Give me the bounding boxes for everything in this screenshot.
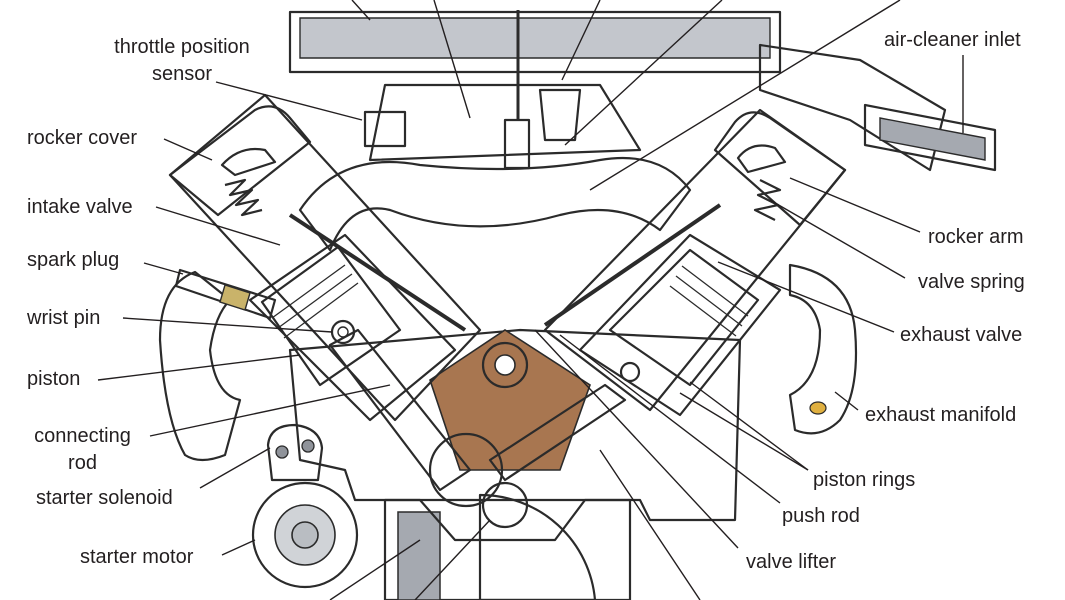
label-starter-solenoid: starter solenoid (36, 487, 173, 509)
label-push-rod: push rod (782, 505, 860, 527)
label-throttle-position-sensor-line2: sensor (151, 63, 213, 85)
right-cylinder-bank (543, 108, 847, 417)
label-valve-spring: valve spring (918, 271, 1025, 293)
label-rocker-arm: rocker arm (928, 226, 1024, 248)
exhaust-port (809, 401, 827, 415)
label-exhaust-manifold: exhaust manifold (865, 404, 1017, 426)
left-rocker-cover (168, 105, 312, 217)
label-starter-motor: starter motor (80, 546, 194, 568)
crankpin-bore (428, 432, 504, 508)
label-rocker-cover: rocker cover (27, 127, 138, 149)
air-cleaner (288, 10, 782, 120)
throttle-body (363, 83, 642, 170)
intake-runner (298, 156, 692, 252)
label-throttle-position-sensor-line1: throttle position (114, 36, 250, 58)
crank-journal (481, 481, 529, 529)
label-connecting-rod: connecting rod (20, 424, 145, 475)
left-valve-spring (224, 178, 263, 217)
left-push-rod (288, 213, 467, 332)
spark-plug-drawing (174, 268, 277, 320)
right-valve-spring (753, 179, 782, 221)
label-piston-rings: piston rings (813, 469, 916, 491)
left-connecting-rod (328, 328, 472, 492)
label-wrist-pin: wrist pin (27, 307, 101, 329)
label-throttle-position-sensor: throttle position sensor (92, 35, 272, 86)
right-rocker-arm (736, 144, 787, 174)
label-intake-valve: intake valve (27, 196, 133, 218)
crank-counterweight (478, 493, 597, 600)
label-connecting-rod-line1: connecting (34, 425, 131, 447)
oil-pan (383, 498, 632, 600)
starter-solenoid-drawing (266, 423, 324, 482)
left-cylinder-bank (168, 93, 482, 422)
label-air-cleaner-inlet: air-cleaner inlet (884, 29, 1021, 51)
right-rocker-cover (713, 111, 847, 227)
right-exhaust-manifold (788, 263, 858, 435)
air-cleaner-inlet-duct (758, 43, 997, 172)
label-exhaust-valve: exhaust valve (900, 324, 1023, 346)
left-rocker-arm (220, 147, 277, 177)
label-connecting-rod-line2: rod (68, 452, 97, 474)
label-valve-lifter: valve lifter (746, 551, 837, 573)
label-spark-plug: spark plug (27, 249, 120, 271)
left-exhaust-manifold (158, 270, 242, 462)
starter-motor-drawing (251, 481, 359, 589)
right-push-rod (543, 203, 722, 327)
label-piston: piston (27, 368, 81, 390)
camshaft (481, 341, 529, 389)
right-connecting-rod (488, 383, 627, 482)
leader-lines (97, 0, 964, 600)
